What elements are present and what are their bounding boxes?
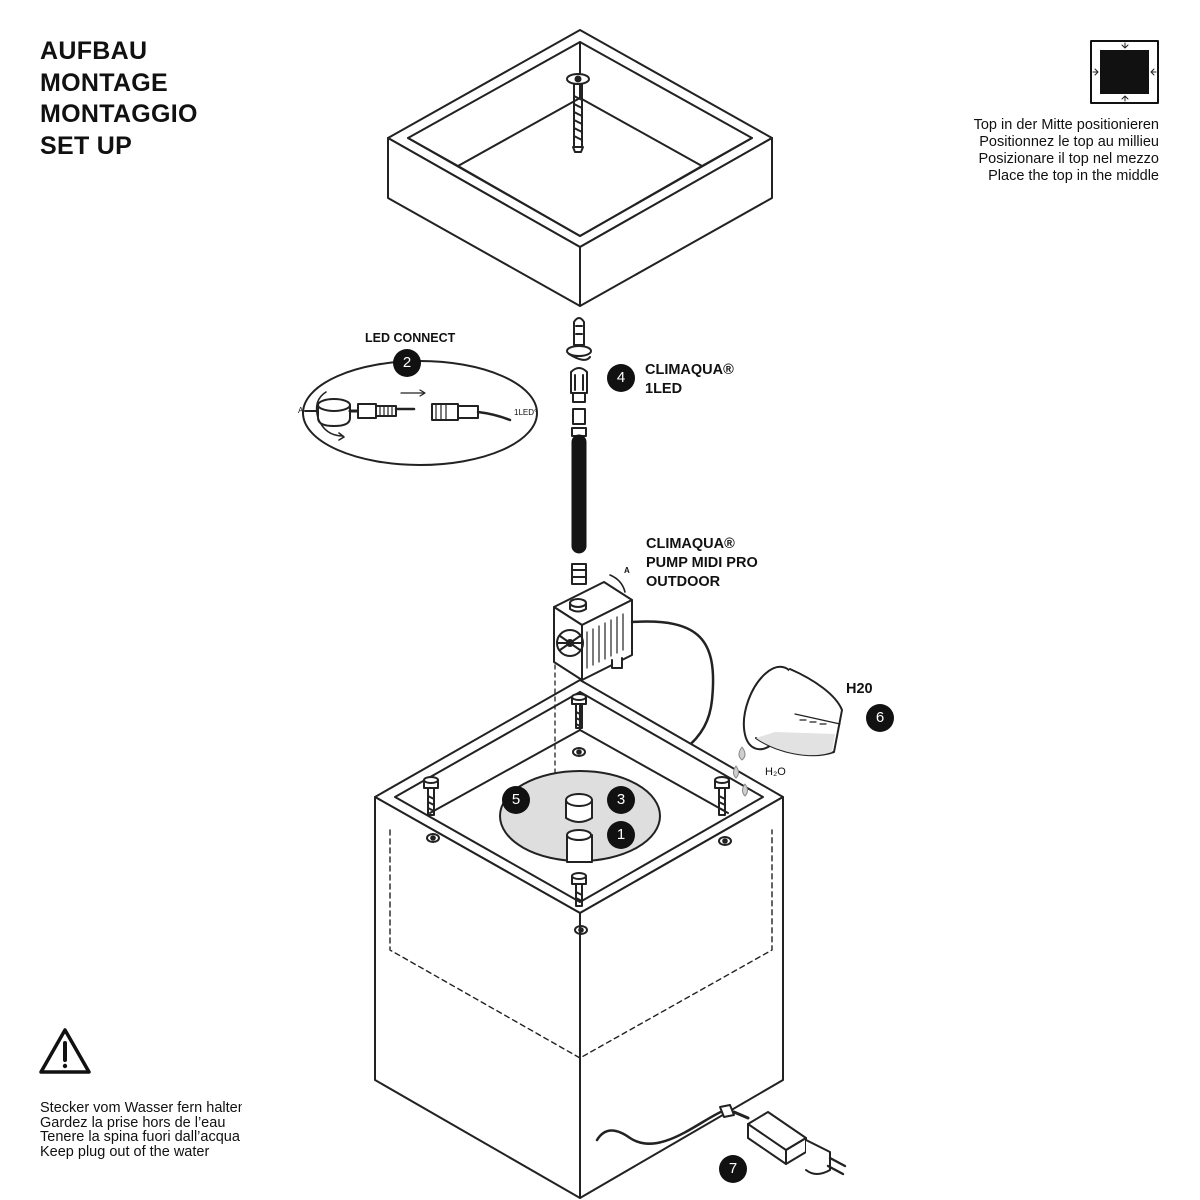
title-line: AUFBAU — [40, 37, 148, 65]
pump — [553, 574, 715, 792]
title-line: MONTAGGIO — [40, 100, 198, 128]
step-5-badge: 5 — [502, 786, 530, 814]
warning-line: Gardez la prise hors de l’eau — [40, 1114, 226, 1131]
led-connect-port-b: 1LED° — [514, 408, 538, 417]
title-line: MONTAGE — [40, 68, 169, 97]
warning-line: Keep plug out of the water — [40, 1143, 210, 1159]
note-line: Positionnez le top au millieu — [979, 134, 1159, 150]
title-line: SET UP — [40, 131, 133, 160]
planter-cube — [374, 664, 784, 1199]
step-6-badge: 6 — [866, 704, 894, 732]
warning-icon — [39, 1028, 91, 1074]
label-line: CLIMAQUA® — [646, 536, 735, 552]
label-line: PUMP MIDI PRO — [646, 555, 758, 571]
step-4-badge: 4 — [607, 364, 635, 392]
warning-line: Stecker vom Wasser fern halten — [40, 1101, 242, 1116]
step-1-badge: 1 — [607, 821, 635, 849]
led-stack — [566, 317, 592, 437]
center-marker-icon — [1090, 40, 1159, 104]
power-plug — [719, 1104, 847, 1176]
water-chem-label: H₂O — [765, 766, 786, 778]
tray-screw — [566, 73, 590, 153]
hose-connector — [571, 563, 587, 585]
warning-line: Tenere la spina fuori dall’acqua — [40, 1129, 240, 1145]
step-7-badge: 7 — [719, 1155, 747, 1183]
label-line: 1LED — [645, 381, 683, 397]
label-line: OUTDOOR — [646, 574, 721, 590]
note-line: Top in der Mitte positionieren — [973, 117, 1159, 133]
cube-screws — [423, 693, 732, 935]
step-3-badge: 3 — [607, 786, 635, 814]
note-line: Place the top in the middle — [988, 168, 1159, 184]
pump-port-a: A — [624, 566, 630, 575]
pump-label: CLIMAQUA® PUMP MIDI PRO OUTDOOR — [646, 535, 758, 592]
step-2-badge: 2 — [393, 349, 421, 377]
climaqua-led-label: CLIMAQUA® 1LED — [645, 361, 734, 399]
water-jug — [733, 665, 843, 797]
water-label: H20 — [846, 681, 873, 697]
label-line: CLIMAQUA® — [645, 362, 734, 378]
led-connect-detail — [302, 360, 538, 466]
warning-note: Stecker vom Wasser fern halten Gardez la… — [40, 1101, 242, 1159]
center-note: Top in der Mitte positionieren Positionn… — [974, 117, 1159, 185]
led-connect-port-a: A — [298, 406, 304, 415]
note-line: Posizionare il top nel mezzo — [978, 151, 1159, 167]
led-connect-label: LED CONNECT — [365, 331, 456, 345]
top-tray — [387, 29, 773, 307]
page-title: AUFBAU MONTAGE MONTAGGIO SET UP — [40, 36, 198, 162]
